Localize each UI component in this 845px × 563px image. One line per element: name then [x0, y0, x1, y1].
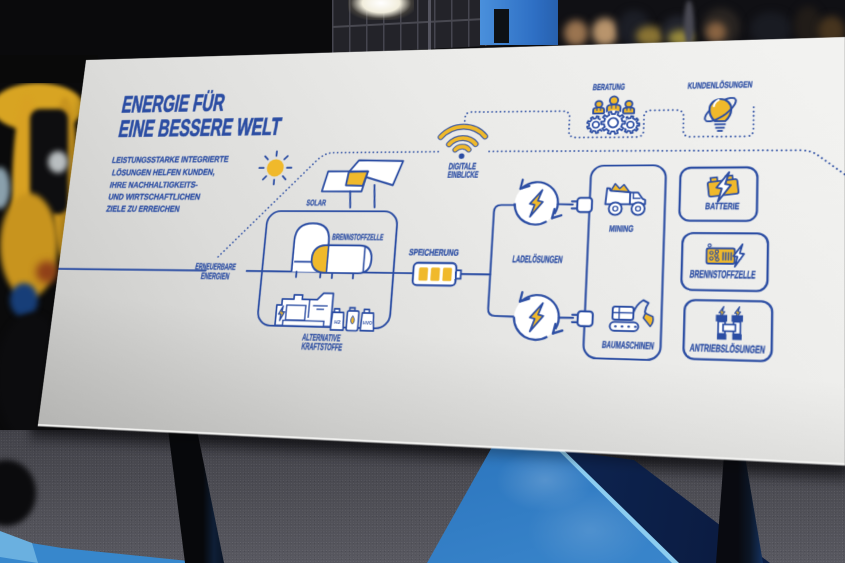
svg-text:KUNDENLÖSUNGEN: KUNDENLÖSUNGEN	[687, 78, 754, 92]
svg-text:HVO: HVO	[363, 321, 373, 326]
svg-text:ALTERNATIVE: ALTERNATIVE	[301, 333, 341, 344]
svg-text:ERNEUERBARE: ERNEUERBARE	[194, 263, 237, 273]
svg-text:LEISTUNGSSTARKE INTEGRIERTE: LEISTUNGSSTARKE INTEGRIERTE	[111, 154, 230, 165]
svg-text:ANTRIEBSLÖSUNGEN: ANTRIEBSLÖSUNGEN	[689, 341, 766, 357]
svg-text:SOLAR: SOLAR	[305, 199, 327, 208]
svg-text:H2: H2	[334, 319, 342, 325]
svg-text:LÖSUNGEN HELFEN KUNDEN,: LÖSUNGEN HELFEN KUNDEN,	[111, 167, 216, 178]
svg-text:BRENNSTOFFZELLE: BRENNSTOFFZELLE	[689, 267, 757, 281]
svg-text:KRAFTSTOFFE: KRAFTSTOFFE	[300, 342, 343, 353]
svg-text:BATTERIE: BATTERIE	[705, 202, 741, 212]
svg-text:BERATUNG: BERATUNG	[592, 83, 626, 93]
svg-text:SPEICHERUNG: SPEICHERUNG	[408, 249, 460, 259]
svg-text:BAUMASCHINEN: BAUMASCHINEN	[601, 340, 655, 352]
svg-text:LADELÖSUNGEN: LADELÖSUNGEN	[512, 252, 564, 265]
svg-text:EINE BESSERE WELT: EINE BESSERE WELT	[116, 113, 283, 143]
svg-text:IHRE NACHHALTIGKEITS-: IHRE NACHHALTIGKEITS-	[109, 179, 200, 190]
svg-text:ENERGIE FÜR: ENERGIE FÜR	[119, 91, 227, 119]
svg-text:UND WIRTSCHAFTLICHEN: UND WIRTSCHAFTLICHEN	[107, 192, 201, 202]
svg-text:MINING: MINING	[608, 225, 634, 235]
svg-text:DIGITALE: DIGITALE	[448, 163, 477, 173]
svg-text:EINBLICKE: EINBLICKE	[447, 171, 480, 181]
svg-text:BRENNSTOFFZELLE: BRENNSTOFFZELLE	[331, 233, 384, 243]
svg-text:ENERGIEN: ENERGIEN	[200, 272, 230, 282]
svg-text:ZIELE ZU ERREICHEN: ZIELE ZU ERREICHEN	[105, 204, 180, 215]
